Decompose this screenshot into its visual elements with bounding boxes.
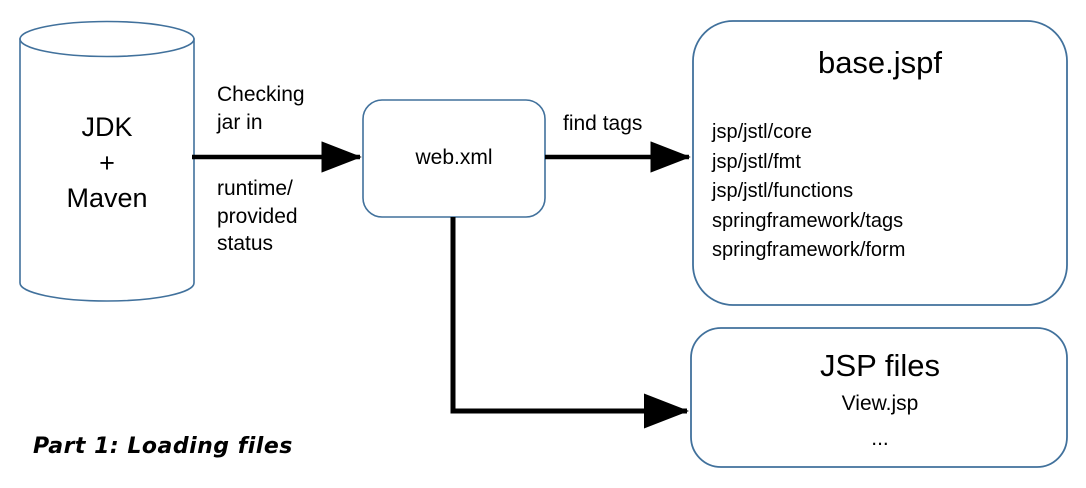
node-list-base-jspf-taglibs: jsp/jstl/core jsp/jstl/fmt jsp/jstl/functi… [712, 118, 905, 266]
text-line: JDK [81, 112, 133, 142]
text-line: Checking [217, 83, 305, 106]
cylinder-label-jdk-maven: JDK + Maven [20, 110, 194, 217]
text-line: status [217, 232, 274, 256]
node-label-webxml: web.xml [415, 146, 493, 169]
base-jspf-list-item: springframework/form [712, 239, 906, 262]
base-jspf-list-item: jsp/jstl/functions [712, 180, 854, 203]
node-subtitle-view-jsp: View.jsp [841, 392, 919, 415]
base-jspf-list-item: jsp/jstl/core [712, 121, 813, 143]
edge-label-find-tags: find tags [563, 112, 643, 135]
edge-label-runtime-provided-status: runtime/provided status [217, 175, 298, 258]
edge-label-checking-jar-in: Checking jar in [217, 81, 305, 136]
node-ellipsis-jsp-files: ... [871, 427, 889, 450]
diagram-caption: Part 1: Loading files [33, 434, 293, 459]
text-line: provided [217, 204, 298, 228]
node-title-base-jspf: base.jspf [817, 45, 943, 80]
arrow-webxml-to-jspfiles [450, 217, 689, 429]
text-line: + [99, 147, 115, 178]
text-line: jar in [217, 110, 263, 134]
node-title-jsp-files: JSP files [819, 348, 941, 383]
text-line: runtime/ [217, 177, 293, 200]
base-jspf-list-item: jsp/jstl/fmt [712, 150, 801, 173]
text-line: Maven [66, 183, 148, 214]
base-jspf-list-item: springframework/tags [712, 209, 904, 232]
